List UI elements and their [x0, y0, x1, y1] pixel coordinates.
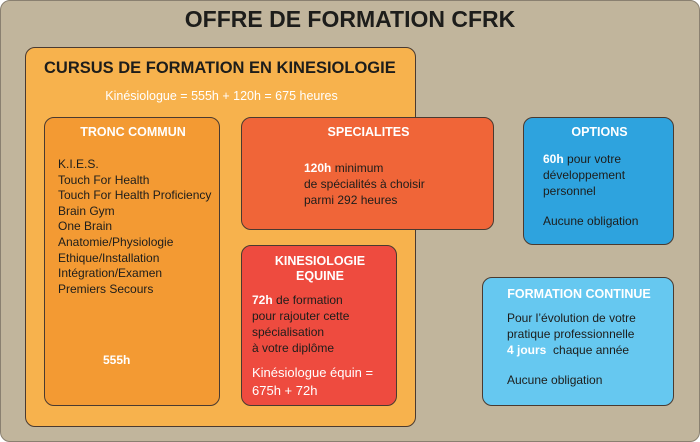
text: pour rajouter cette	[252, 309, 350, 323]
text: 675h + 72h	[252, 383, 318, 398]
list-item: Anatomie/Physiologie	[58, 234, 174, 249]
text: minimum	[331, 161, 384, 175]
continue-days: 4 jours	[507, 343, 547, 357]
formation-continue-title: FORMATION CONTINUE	[507, 287, 651, 301]
text: Pour l’évolution de votre	[507, 311, 636, 325]
list-item: One Brain	[58, 219, 113, 234]
text: développement	[543, 168, 626, 182]
text: spécialisation	[252, 325, 325, 339]
options-hours: 60h	[543, 152, 564, 166]
list-item: K.I.E.S.	[58, 157, 99, 171]
text: Kinésiologue équin =	[252, 365, 374, 380]
formation-continue-box: FORMATION CONTINUE Pour l’évolution de v…	[482, 277, 674, 406]
tronc-commun-title: TRONC COMMUN	[80, 125, 186, 139]
equine-total: Kinésiologue équin = 675h + 72h	[252, 364, 373, 400]
text: KINESIOLOGIE	[274, 254, 366, 268]
list-item: Brain Gym	[58, 203, 115, 218]
text: parmi 292 heures	[304, 193, 398, 207]
page-title: OFFRE DE FORMATION CFRK	[184, 6, 516, 32]
text: de spécialités à choisir	[304, 177, 425, 191]
list-item: Ethique/Installation	[58, 250, 160, 265]
text: pratique professionnelle	[507, 327, 635, 341]
equine-title: KINESIOLOGIE EQUINE	[242, 254, 398, 284]
text: Aucune obligation	[507, 373, 603, 387]
text: à votre diplôme	[252, 341, 335, 355]
text: Aucune obligation	[543, 214, 639, 228]
cursus-title: CURSUS DE FORMATION EN KINESIOLOGIE	[44, 59, 396, 77]
specialites-box: SPECIALITES 120h minimum de spécialités …	[241, 117, 494, 230]
specialites-text: 120h minimum de spécialités à choisir pa…	[304, 160, 425, 208]
cursus-subtitle: Kinésiologue = 555h + 120h = 675 heures	[105, 89, 338, 103]
options-box: OPTIONS 60h pour votre développement per…	[523, 117, 674, 245]
options-text: 60h pour votre développement personnel A…	[543, 151, 638, 229]
specialites-hours: 120h	[304, 161, 332, 175]
text: chaque année	[546, 343, 630, 357]
equine-hours: 72h	[252, 293, 273, 307]
specialites-title: SPECIALITES	[327, 125, 410, 139]
tronc-commun-list: K.I.E.S. Touch For Health Touch For Heal…	[58, 157, 211, 297]
list-item: Premiers Secours	[58, 281, 154, 296]
equine-text: 72h de formation pour rajouter cette spé…	[252, 292, 349, 356]
tronc-commun-hours: 555h	[103, 353, 131, 367]
text: pour votre	[563, 152, 622, 166]
list-item: Touch For Health Proficiency	[58, 188, 212, 203]
options-title: OPTIONS	[571, 125, 628, 139]
kinesiologie-equine-box: KINESIOLOGIE EQUINE 72h de formation pou…	[241, 245, 397, 406]
list-item: Touch For Health	[58, 172, 150, 187]
text: de formation	[272, 293, 343, 307]
text: personnel	[543, 184, 596, 198]
tronc-commun-box: TRONC COMMUN K.I.E.S. Touch For Health T…	[44, 117, 220, 406]
formation-continue-text: Pour l’évolution de votre pratique profe…	[507, 310, 636, 388]
list-item: Intégration/Examen	[58, 266, 163, 281]
text: EQUINE	[296, 269, 344, 283]
